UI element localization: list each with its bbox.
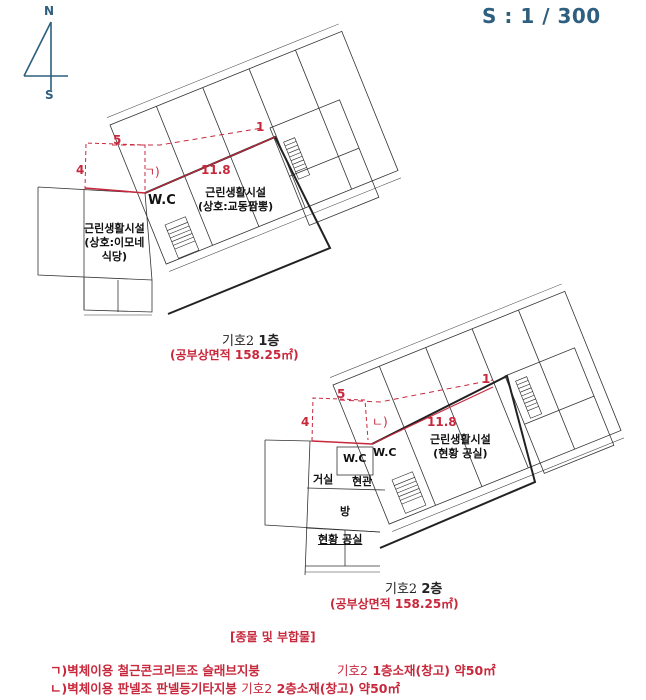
room-2f-wc1: W.C <box>343 452 367 465</box>
marker-2f-annex: ㄴ) <box>372 415 388 429</box>
room-1f-wc: W.C <box>148 193 176 208</box>
marker-1f-annex: ㄱ) <box>144 165 160 179</box>
room-1f-main-line1: 근린생활시설 <box>205 186 266 199</box>
scale-label: S : 1 / 300 <box>482 4 601 28</box>
legend-2-tag: 기호2 <box>241 681 273 696</box>
room-2f-vacant: 현황 공실 <box>318 533 363 546</box>
legend-2-detail: 2층소재(창고) 약50㎡ <box>276 681 400 696</box>
marker-1f-p1: 1 <box>256 120 265 134</box>
marker-2f-p4: 4 <box>301 415 310 429</box>
legend-1-mark: ㄱ) <box>50 663 68 678</box>
room-2f-main: 근린생활시설 (현황 공실) <box>430 433 491 461</box>
legend-line-1: ㄱ)벽체이용 철근콘크리트조 슬래브지붕 <box>50 660 260 679</box>
room-2f-entrance: 현관 <box>352 475 373 488</box>
marker-1f-dim: 11.8 <box>201 163 231 177</box>
floor-plan-2f <box>264 283 625 576</box>
legend-line-1-detail: 기호2 1층소재(창고) 약50㎡ <box>337 660 496 679</box>
room-1f-side-line3: 식당) <box>101 250 127 263</box>
room-2f-wc2: W.C <box>373 446 397 459</box>
compass-north-label: N <box>44 4 55 18</box>
plan-1f-title: 기호2 1층 <box>222 330 279 349</box>
marker-1f-p5: 5 <box>113 133 122 147</box>
floor-plan-1f <box>37 23 402 316</box>
legend-1-desc: 벽체이용 철근콘크리트조 슬래브지붕 <box>67 663 260 678</box>
room-2f-main-line2: (현황 공실) <box>433 447 488 460</box>
marker-1f-p4: 4 <box>76 163 85 177</box>
marker-2f-p5: 5 <box>337 387 346 401</box>
room-2f-main-line1: 근린생활시설 <box>430 433 491 446</box>
legend-line-2: ㄴ)벽체이용 판넬조 판넬등기타지붕 기호2 2층소재(창고) 약50㎡ <box>50 678 400 697</box>
room-1f-main: 근린생활시설 (상호:교동짬뽕) <box>198 186 273 214</box>
north-arrow-icon <box>23 21 68 90</box>
legend-heading: [종물 및 부합물] <box>230 630 316 644</box>
legend-2-mark: ㄴ) <box>50 681 68 696</box>
plan-2f-title: 기호2 2층 <box>385 578 442 597</box>
legend-1-detail: 1층소재(창고) 약50㎡ <box>372 663 496 678</box>
plan-2f-tag: 기호2 <box>385 582 418 597</box>
plan-1f-area: (공부상면적 158.25㎡) <box>170 348 299 362</box>
marker-2f-p1: 1 <box>482 372 491 386</box>
plan-1f-tag: 기호2 <box>222 334 255 349</box>
room-1f-side-line1: 근린생활시설 <box>84 222 145 235</box>
legend-2-desc: 벽체이용 판넬조 판넬등기타지붕 <box>67 681 237 696</box>
room-1f-main-line2: (상호:교동짬뽕) <box>198 200 274 213</box>
room-1f-side-line2: (상호:이모네 <box>84 236 145 249</box>
marker-2f-dim: 11.8 <box>427 415 457 429</box>
plan-2f-area: (공부상면적 158.25㎡) <box>330 597 459 611</box>
legend-1-tag: 기호2 <box>337 663 368 678</box>
plan-1f-floor: 1층 <box>258 334 280 349</box>
room-2f-living: 거실 <box>313 473 334 486</box>
room-2f-room: 방 <box>340 505 351 518</box>
compass-south-label: S <box>45 88 54 102</box>
room-1f-side: 근린생활시설 (상호:이모네 식당) <box>84 222 145 264</box>
plan-2f-floor: 2층 <box>421 582 443 597</box>
